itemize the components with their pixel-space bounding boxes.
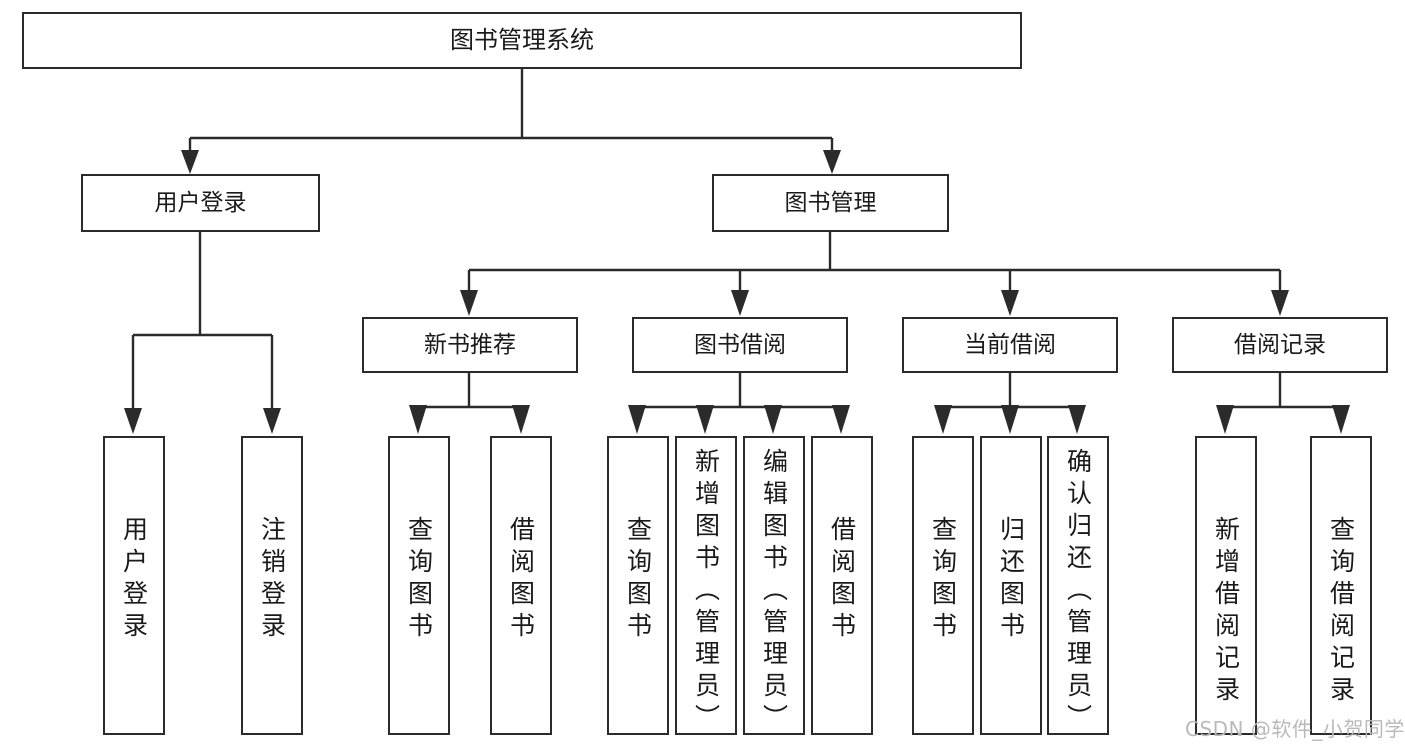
node-label: 注销登录 (257, 516, 287, 644)
arrow-borrow-leaf3 (764, 405, 782, 434)
node-label: 借阅图书 (827, 516, 857, 644)
arrow-bookmgmt-records (1271, 290, 1289, 316)
arrow-userlogin-leaf2 (263, 408, 281, 434)
leaf-borrow-books[interactable]: 借阅图书 (811, 436, 873, 735)
arrow-bookmgmt-newbook (460, 290, 478, 316)
arrow-bookmgmt-current (1001, 290, 1019, 316)
node-label: 确认归还（管理员） (1063, 448, 1093, 735)
leaf-edit-book-admin[interactable]: 编辑图书（管理员） (743, 436, 805, 735)
watermark: CSDN @软件_小贺同学 (1185, 717, 1405, 741)
arrow-records-leaf2 (1332, 405, 1350, 434)
node-current-borrowing[interactable]: 当前借阅 (902, 317, 1118, 373)
node-label: 归还图书 (996, 516, 1026, 644)
node-label: 借阅图书 (506, 516, 536, 644)
node-label: 图书借阅 (694, 331, 786, 358)
node-book-management[interactable]: 图书管理 (712, 174, 949, 232)
leaf-query-books-borrow[interactable]: 查询图书 (607, 436, 669, 735)
arrow-bookmgmt-borrow (731, 290, 749, 316)
node-borrow-records[interactable]: 借阅记录 (1172, 317, 1388, 373)
leaf-query-books-newbook[interactable]: 查询图书 (388, 436, 450, 735)
arrow-userlogin-leaf1 (124, 408, 142, 434)
arrow-root-to-userlogin (181, 150, 199, 174)
arrow-newbook-leaf1 (409, 405, 427, 434)
node-label: 图书管理 (784, 189, 877, 216)
node-label: 查询图书 (404, 516, 434, 644)
leaf-confirm-return-admin[interactable]: 确认归还（管理员） (1047, 436, 1109, 735)
arrow-newbook-leaf2 (512, 405, 530, 434)
node-label: 用户登录 (154, 189, 247, 216)
node-label: 图书管理系统 (450, 25, 594, 54)
leaf-query-books-current[interactable]: 查询图书 (912, 436, 974, 735)
leaf-query-borrow-record[interactable]: 查询借阅记录 (1310, 436, 1372, 735)
leaf-add-book-admin[interactable]: 新增图书（管理员） (675, 436, 737, 735)
arrow-borrow-leaf4 (832, 405, 850, 434)
node-label: 查询图书 (623, 516, 653, 644)
arrow-current-leaf2 (1001, 405, 1019, 434)
node-label: 编辑图书（管理员） (759, 448, 789, 735)
node-root-book-management-system[interactable]: 图书管理系统 (22, 12, 1022, 69)
node-label: 新增借阅记录 (1211, 516, 1241, 708)
leaf-borrow-books-newbook[interactable]: 借阅图书 (490, 436, 552, 735)
node-label: 借阅记录 (1234, 331, 1326, 358)
arrow-current-leaf3 (1068, 405, 1086, 434)
node-label: 用户登录 (119, 516, 149, 644)
node-label: 查询图书 (928, 516, 958, 644)
leaf-return-books[interactable]: 归还图书 (980, 436, 1042, 735)
node-book-borrowing[interactable]: 图书借阅 (632, 317, 848, 373)
arrow-borrow-leaf1 (628, 405, 646, 434)
node-label: 新书推荐 (424, 331, 516, 358)
node-new-book-recommendation[interactable]: 新书推荐 (362, 317, 578, 373)
node-user-login[interactable]: 用户登录 (81, 174, 320, 232)
node-label: 查询借阅记录 (1326, 516, 1356, 708)
leaf-logout[interactable]: 注销登录 (241, 436, 303, 735)
arrow-records-leaf1 (1216, 405, 1234, 434)
arrow-root-to-bookmgmt (823, 150, 841, 174)
leaf-add-borrow-record[interactable]: 新增借阅记录 (1195, 436, 1257, 735)
node-label: 新增图书（管理员） (691, 448, 721, 735)
arrow-current-leaf1 (934, 405, 952, 434)
leaf-user-login[interactable]: 用户登录 (103, 436, 165, 735)
arrow-borrow-leaf2 (696, 405, 714, 434)
node-label: 当前借阅 (964, 331, 1056, 358)
